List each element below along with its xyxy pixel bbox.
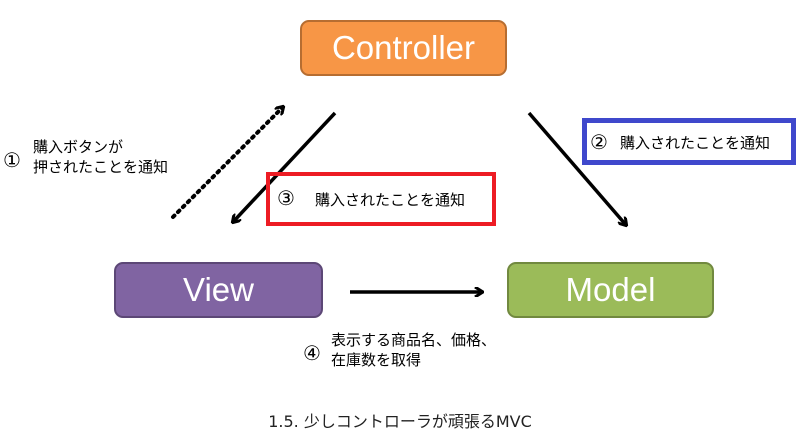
arrow-controller-to-model (527, 111, 626, 225)
note-3-number: ③ (277, 186, 295, 210)
note-1-number: ① (3, 148, 21, 172)
note-2-text: 購入されたことを通知 (620, 134, 771, 152)
controller-node: Controller (300, 20, 507, 76)
note-4-line: 在庫数を取得 (331, 351, 422, 369)
note-4-line: 表示する商品名、価格、 (331, 331, 497, 349)
note-2-box: ② 購入されたことを通知 (582, 118, 796, 165)
model-node: Model (507, 262, 714, 318)
note-3-box: ③ 購入されたことを通知 (266, 172, 496, 226)
note-2-number: ② (590, 130, 608, 154)
figure-caption: 1.5. 少しコントローラが頑張るMVC (268, 412, 532, 431)
arrow-controller-to-view (233, 111, 337, 222)
note-4-number: ④ (303, 341, 321, 365)
view-node: View (114, 262, 323, 318)
note-3-text: 購入されたことを通知 (315, 191, 466, 209)
note-1-line: 購入ボタンが (33, 138, 124, 156)
arrow-view-to-controller (171, 107, 283, 219)
note-1-line: 押されたことを通知 (33, 158, 169, 176)
